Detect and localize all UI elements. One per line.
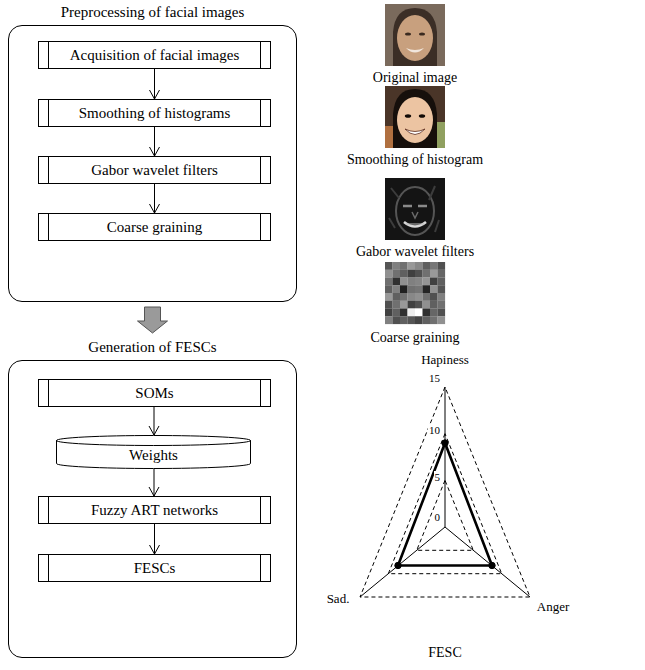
process-label: Fuzzy ART networks	[77, 501, 232, 519]
predefined-process-box: Smoothing of histograms	[38, 99, 271, 127]
arrow-head	[150, 545, 160, 554]
flow-arrow	[150, 127, 160, 156]
arrow-line	[154, 184, 155, 213]
process-label: FESCs	[120, 559, 190, 577]
axis-label: Hapiness	[421, 353, 469, 368]
axis-label: Sad.	[327, 592, 350, 607]
predefined-process-box: Acquisition of facial images	[38, 41, 271, 69]
process-label: SOMs	[121, 384, 187, 402]
arrow-head	[150, 90, 160, 99]
process-label: Smoothing of histograms	[65, 104, 245, 122]
arrow-line	[154, 69, 155, 99]
flow-arrow	[150, 184, 160, 213]
image-caption: Original image	[373, 70, 457, 86]
arrow-line	[154, 469, 155, 496]
face-photo-smoothed	[385, 86, 445, 148]
scale-value: 5	[434, 471, 442, 484]
face-photo	[385, 4, 445, 66]
predefined-process-box: Fuzzy ART networks	[38, 496, 271, 524]
arrow-line	[154, 524, 155, 554]
predefined-process-box: SOMs	[38, 379, 271, 407]
flow-arrow	[149, 407, 159, 435]
group-frame: Preprocessing of facial imagesAcquisitio…	[8, 25, 297, 302]
arrow-head	[149, 426, 159, 435]
chart-caption: FESC	[428, 645, 461, 661]
predefined-process-box: Gabor wavelet filters	[38, 156, 271, 184]
group-heading: Generation of FESCs	[0, 338, 326, 356]
store-label: Weights	[115, 446, 192, 464]
process-label: Acquisition of facial images	[56, 46, 254, 64]
predefined-process-box: Coarse graining	[38, 213, 271, 241]
flow-arrow	[149, 469, 159, 496]
radar-chart	[360, 387, 530, 597]
database-cylinder: Weights	[56, 435, 251, 469]
group-heading: Preprocessing of facial images	[0, 3, 326, 21]
block-arrow	[138, 307, 168, 333]
scale-value: 0	[434, 511, 442, 524]
image-caption: Smoothing of histogram	[347, 152, 483, 168]
flow-arrow	[150, 524, 160, 554]
process-label: Coarse graining	[93, 218, 216, 236]
arrow-head	[150, 147, 160, 156]
image-caption: Coarse graining	[370, 330, 459, 346]
scale-value: 10	[428, 424, 441, 437]
group-frame: Generation of FESCsSOMsWeightsFuzzy ART …	[8, 360, 297, 658]
arrow-line	[154, 407, 155, 435]
image-caption: Gabor wavelet filters	[356, 244, 474, 260]
predefined-process-box: FESCs	[38, 554, 271, 582]
arrow-head	[150, 204, 160, 213]
flow-arrow	[150, 69, 160, 99]
coarse-grid	[385, 262, 445, 324]
process-label: Gabor wavelet filters	[77, 161, 232, 179]
block-arrow-shape	[138, 307, 168, 333]
scale-value: 15	[428, 372, 441, 385]
axis-label: Anger	[537, 600, 570, 615]
gabor-image	[385, 178, 445, 240]
arrow-line	[154, 127, 155, 156]
arrow-head	[149, 487, 159, 496]
